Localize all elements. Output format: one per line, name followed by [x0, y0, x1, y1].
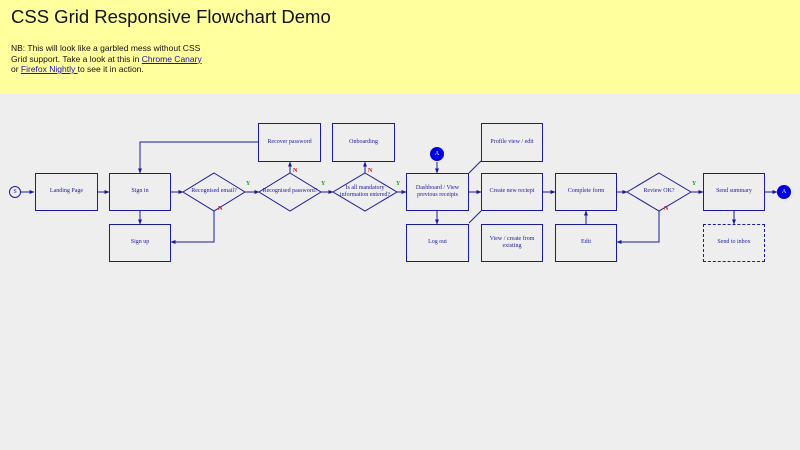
support-note: NB: This will look like a garbled mess w… [11, 43, 211, 75]
node-onboarding: Onboarding [332, 123, 395, 162]
node-recover-password: Recover password [258, 123, 321, 162]
node-log-out: Log out [406, 224, 469, 262]
node-complete-form: Complete form [555, 173, 617, 211]
label-password-no: N [293, 168, 298, 174]
node-sign-in: Sign in [109, 173, 171, 211]
label-password-yes: Y [321, 181, 326, 187]
start-node: S [9, 186, 21, 198]
page-title: CSS Grid Responsive Flowchart Demo [11, 6, 331, 27]
page-header: CSS Grid Responsive Flowchart Demo NB: T… [0, 0, 800, 94]
note-suffix: to see it in action. [77, 64, 144, 74]
node-landing-page: Landing Page [35, 173, 98, 211]
node-profile: Profile view / edit [481, 123, 543, 162]
label-email-yes: Y [246, 181, 251, 187]
decision-mandatory-diamond [332, 172, 398, 212]
node-sign-up: Sign up [109, 224, 171, 262]
decision-mandatory-label: Is all mandatory information entered? [339, 184, 391, 199]
connector-out: A [777, 185, 791, 199]
label-mandatory-no: N [368, 168, 373, 174]
node-send-summary: Send summary [703, 173, 765, 211]
arrow-recover-signin [138, 141, 258, 174]
firefox-nightly-link[interactable]: Firefox Nightly [20, 64, 78, 74]
label-email-no: N [218, 206, 223, 212]
label-mandatory-yes: Y [396, 181, 401, 187]
chrome-canary-link[interactable]: Chrome Canary [141, 53, 202, 64]
decision-password-diamond [258, 172, 322, 212]
decision-email-label: Recognised email? [191, 188, 237, 195]
link-create-viewcreate [468, 210, 482, 224]
label-review-yes: Y [692, 181, 697, 187]
note-prefix: NB: This will look like a garbled mess w… [11, 43, 201, 64]
flowchart-connectors [21, 141, 778, 244]
node-create-receipt: Create new reciept [481, 173, 543, 211]
decision-password-label: Recognised password? [262, 188, 318, 195]
connector-in: A [430, 147, 444, 161]
note-or: or [11, 64, 21, 74]
node-send-to-inbox: Send to inbox [703, 224, 765, 262]
flowchart: S A A Landing Page Sign in Sign up Recov… [0, 94, 800, 450]
decision-review-label: Review OK? [643, 188, 675, 195]
node-edit: Edit [555, 224, 617, 262]
node-dashboard: Dashboard / View previous receipts [406, 173, 469, 211]
arrow-review-edit [616, 211, 660, 244]
arrow-email-signup [170, 211, 215, 244]
label-review-no: N [664, 206, 669, 212]
node-view-create: View / create from existing [481, 224, 543, 262]
link-dashboard-profile [468, 160, 482, 174]
